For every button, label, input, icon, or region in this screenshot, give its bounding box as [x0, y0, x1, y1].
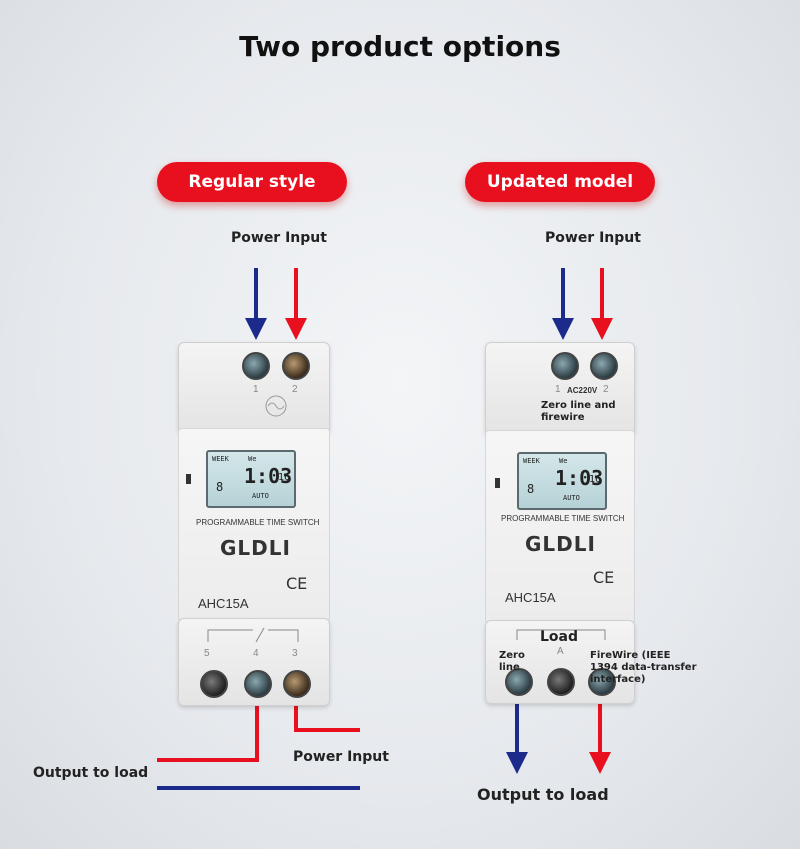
- power-input-label-left: Power Input: [231, 230, 327, 246]
- reset-slot: [495, 478, 500, 488]
- brand-logo: GLDLI: [220, 536, 291, 560]
- terminal-2: [282, 352, 310, 380]
- terminal-fire: [588, 668, 616, 696]
- terminal-label: A: [557, 646, 564, 657]
- product-name: PROGRAMMABLE TIME SWITCH: [501, 514, 625, 523]
- terminal-3: [283, 670, 311, 698]
- terminal-1: [242, 352, 270, 380]
- red-output-wire-left: [157, 700, 259, 762]
- lcd-mode: AUTO: [252, 492, 269, 500]
- lcd-day: We: [248, 455, 257, 463]
- relay-symbol-icon: [207, 627, 299, 643]
- regular-style-badge: Regular style: [157, 162, 347, 202]
- lcd-week: WEEK: [523, 457, 540, 465]
- lcd-mode: AUTO: [563, 494, 580, 502]
- load-bracket-icon: [516, 629, 606, 640]
- terminal-number: 1: [253, 384, 259, 395]
- ac-symbol-icon: [265, 395, 287, 417]
- terminal-a: [547, 668, 575, 696]
- terminal-5: [200, 670, 228, 698]
- blue-input-arrow-right: [552, 268, 574, 340]
- model-number: AHC15A: [505, 590, 556, 605]
- red-output-arrow-right: [589, 702, 611, 774]
- lcd-display: WEEK We 1:03 16 8 AUTO: [517, 452, 607, 510]
- terminal-4: [244, 670, 272, 698]
- terminal-number: 5: [204, 648, 210, 659]
- reset-slot: [186, 474, 191, 484]
- voltage-label: AC220V: [567, 386, 598, 395]
- lcd-week: WEEK: [212, 455, 229, 463]
- red-input-arrow-right: [591, 268, 613, 340]
- blue-output-arrow-right: [506, 702, 528, 774]
- terminal-number: 4: [253, 648, 259, 659]
- lcd-seconds: 16: [589, 474, 602, 485]
- lcd-display: WEEK We 1:03 16 8 AUTO: [206, 450, 296, 508]
- lcd-seconds: 16: [278, 472, 291, 483]
- power-input-label-bottom: Power Input: [293, 749, 389, 765]
- zero-line-firewire-label: Zero line and firewire: [541, 400, 616, 423]
- time-switch-updated: 1 AC220V 2 Zero line and firewire WEEK W…: [485, 342, 635, 704]
- page-title: Two product options: [239, 30, 561, 63]
- brand-logo: GLDLI: [525, 532, 596, 556]
- lcd-time: 1:03: [244, 464, 293, 488]
- terminal-number: 2: [603, 384, 609, 395]
- lcd-program: 8: [527, 482, 535, 496]
- red-power-wire-left: [294, 700, 360, 732]
- output-to-load-label-left: Output to load: [33, 765, 149, 781]
- terminal-1: [551, 352, 579, 380]
- lcd-day: We: [559, 457, 568, 465]
- lcd-time: 1:03: [555, 466, 604, 490]
- terminal-2: [590, 352, 618, 380]
- ce-mark: CE: [593, 568, 615, 587]
- updated-model-badge: Updated model: [465, 162, 655, 202]
- ce-mark: CE: [286, 574, 308, 593]
- terminal-number: 3: [292, 648, 298, 659]
- power-input-label-right: Power Input: [545, 230, 641, 246]
- output-to-load-label-right: Output to load: [477, 785, 609, 804]
- time-switch-regular: 1 2 WEEK We 1:03 16 8 AUTO PROGRAMMABLE …: [178, 342, 330, 706]
- firewire-label: FireWire (IEEE 1394 data-transfer interf…: [590, 650, 697, 685]
- blue-input-arrow-left: [245, 268, 267, 340]
- zero-line-label: Zero line: [499, 650, 525, 673]
- terminal-number: 1: [555, 384, 561, 395]
- product-name: PROGRAMMABLE TIME SWITCH: [196, 518, 320, 527]
- terminal-number: 2: [292, 384, 298, 395]
- terminal-zero: [505, 668, 533, 696]
- model-number: AHC15A: [198, 596, 249, 611]
- red-input-arrow-left: [285, 268, 307, 340]
- lcd-program: 8: [216, 480, 224, 494]
- load-label: Load: [540, 629, 579, 645]
